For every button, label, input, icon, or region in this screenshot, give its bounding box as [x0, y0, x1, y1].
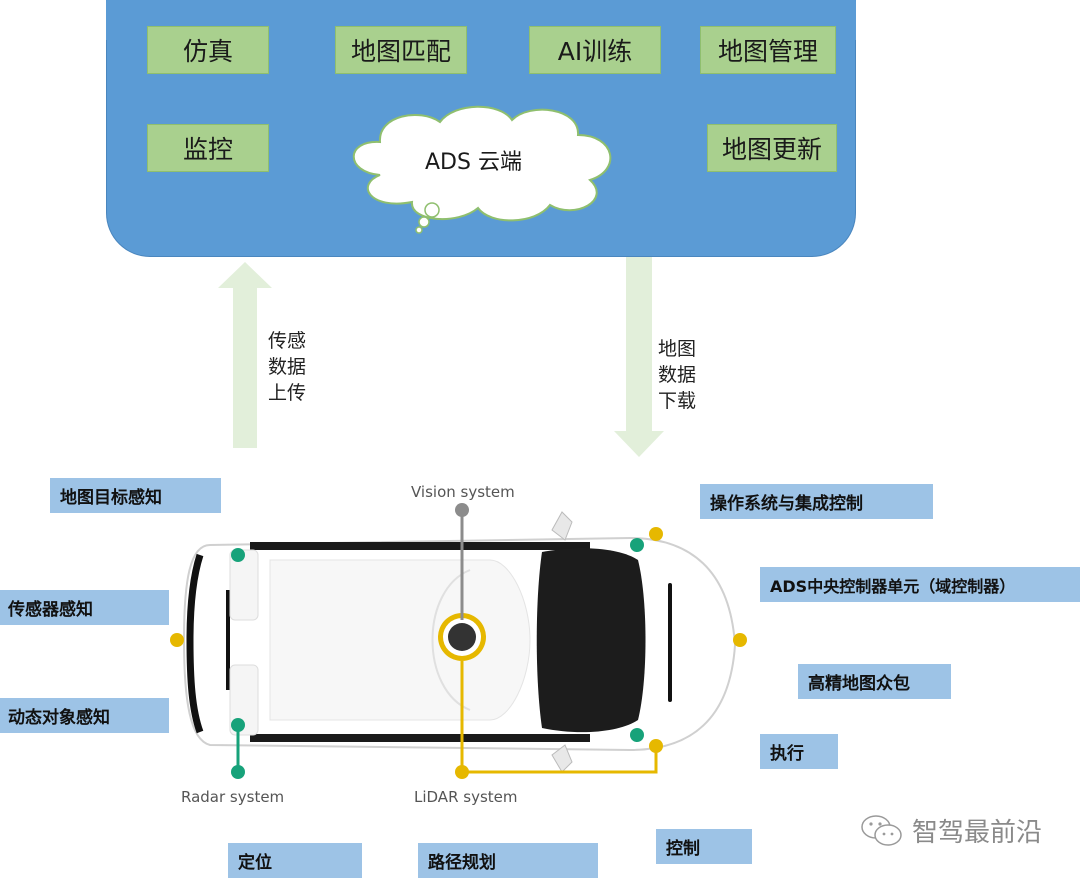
function-actuation: 执行 [760, 734, 838, 769]
service-map-matching: 地图匹配 [335, 26, 467, 74]
function-localization: 定位 [228, 843, 362, 878]
function-map-object-perception: 地图目标感知 [50, 478, 221, 513]
download-label-line: 数据 [658, 364, 697, 386]
service-map-management: 地图管理 [700, 26, 836, 74]
download-label-line: 地图 [658, 338, 697, 360]
upload-label-line: 传感 [268, 330, 307, 352]
function-path-planning: 路径规划 [418, 843, 598, 878]
vehicle-top-view [170, 503, 747, 779]
watermark: 智驾最前沿 [860, 812, 1042, 849]
service-simulation: 仿真 [147, 26, 269, 74]
function-os-integrated-control: 操作系统与集成控制 [700, 484, 933, 519]
vision-system-caption: Vision system [411, 483, 515, 501]
service-monitoring: 监控 [147, 124, 269, 172]
download-label: 地图 数据 下载 [658, 336, 696, 414]
lidar-system-caption: LiDAR system [414, 788, 518, 806]
upload-arrow-icon [218, 262, 272, 448]
function-sensor-perception: 传感器感知 [0, 590, 169, 625]
function-control: 控制 [656, 829, 752, 864]
function-hd-map-crowdsourcing: 高精地图众包 [798, 664, 951, 699]
function-ads-central-controller: ADS中央控制器单元（域控制器） [760, 567, 1080, 602]
service-ai-training: AI训练 [529, 26, 661, 74]
wechat-icon [861, 814, 902, 846]
download-label-line: 下载 [658, 390, 697, 412]
function-dynamic-object-perception: 动态对象感知 [0, 698, 169, 733]
cloud-icon [352, 105, 612, 234]
service-map-update: 地图更新 [707, 124, 837, 172]
cloud-title: ADS 云端 [425, 150, 522, 175]
upload-label-line: 数据 [268, 356, 307, 378]
upload-label: 传感 数据 上传 [268, 328, 306, 406]
radar-system-caption: Radar system [181, 788, 285, 806]
download-arrow-icon [614, 257, 664, 457]
watermark-text: 智驾最前沿 [912, 818, 1043, 848]
upload-label-line: 上传 [268, 382, 307, 404]
